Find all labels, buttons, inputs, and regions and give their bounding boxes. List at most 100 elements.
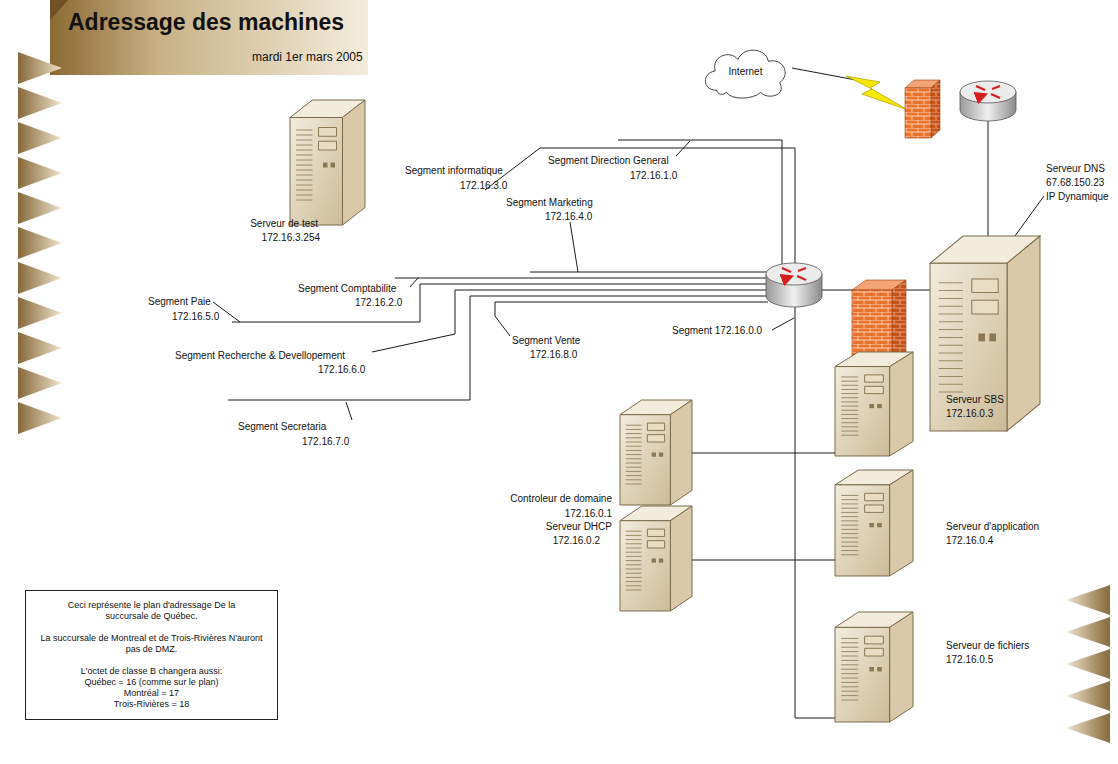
server-side	[890, 352, 913, 456]
drive-bay	[877, 404, 882, 408]
segment-label: Segment Paie	[148, 296, 211, 308]
server-name: Serveur DNS	[1046, 163, 1105, 175]
drive-bay	[865, 386, 884, 393]
drive-bay	[989, 334, 996, 342]
drive-bay	[323, 163, 328, 168]
server-front	[835, 485, 890, 576]
drive-bay	[659, 453, 663, 457]
segment-label: Segment Direction General	[548, 155, 669, 167]
server-node: Serveur d'application172.16.0.4	[835, 470, 913, 576]
network-link	[692, 453, 835, 454]
drive-bay	[972, 300, 998, 314]
cloud-text-area: Internet	[698, 42, 793, 100]
ip-address: 172.16.0.5	[946, 654, 993, 666]
drive-bay	[978, 334, 985, 342]
ip-address: 172.16.0.4	[946, 535, 993, 547]
segment-label: 172.16.2.0	[355, 297, 402, 309]
server-side	[890, 612, 913, 722]
server-side	[890, 470, 913, 576]
server-node: Serveur de fichiers172.16.0.5	[835, 612, 913, 722]
ip-address: 67.68.150.23	[1046, 177, 1104, 189]
internet-cloud: Internet	[698, 42, 793, 100]
note-text: Ceci représente le plan d'adressage De l…	[67, 600, 237, 622]
server-vents	[939, 283, 963, 392]
server-front	[620, 521, 670, 611]
ip-address: 172.16.3.254	[262, 232, 320, 244]
server-vents	[841, 495, 858, 554]
server-name: Serveur SBS	[946, 394, 1004, 406]
server-side	[670, 400, 692, 505]
note-text: Québec = 16 (comme sur le plan)	[32, 677, 272, 688]
segment-label: 172.16.1.0	[630, 170, 677, 182]
server-name: Serveur de test	[250, 218, 318, 230]
server-icon	[835, 612, 913, 722]
server-side	[343, 100, 366, 225]
server-front	[835, 367, 890, 456]
drive-bay	[869, 523, 874, 527]
ip-address: IP Dynamique	[1046, 191, 1109, 203]
server-front	[620, 415, 670, 505]
drive-bay	[865, 493, 884, 500]
note-box: Ceci représente le plan d'adressage De l…	[25, 590, 278, 720]
drive-bay	[877, 667, 882, 671]
server-front	[290, 118, 343, 226]
drive-bay	[877, 523, 882, 527]
drive-bay	[865, 648, 884, 656]
segment-label: 172.16.4.0	[545, 211, 592, 223]
drive-bay	[647, 423, 664, 430]
server-icon	[620, 400, 692, 505]
decorative-chevrons	[1066, 585, 1110, 743]
title-banner	[50, 0, 368, 75]
node-label: Internet	[729, 66, 763, 77]
firewall-side	[892, 280, 906, 362]
firewall-symbol	[852, 290, 892, 362]
server-side	[1007, 236, 1040, 431]
server-icon	[620, 506, 692, 611]
date-label: mardi 1er mars 2005	[252, 51, 363, 63]
server-node: Serveur DHCP172.16.0.2	[620, 506, 692, 611]
segment-label: 172.16.8.0	[530, 349, 577, 361]
server-name: Controleur de domaine	[510, 493, 612, 505]
segment-label: Segment Secretaria	[238, 421, 326, 433]
note-text: L'octet de classe B changera aussi:	[32, 666, 272, 677]
server-icon	[835, 352, 913, 456]
drive-bay	[647, 541, 664, 548]
router-symbol	[766, 263, 822, 285]
note-text: Trois-Rivières = 18	[32, 699, 272, 710]
server-node: Controleur de domaine172.16.0.1	[620, 400, 692, 505]
router-arrows	[782, 268, 806, 280]
network-link	[692, 560, 835, 561]
segment-label: Segment 172.16.0.0	[672, 325, 762, 337]
router-arrows	[976, 86, 1000, 98]
server-name: Serveur d'application	[946, 521, 1039, 533]
banner-corner	[50, 0, 68, 20]
segment-label: 172.16.5.0	[172, 311, 219, 323]
server-node: Serveur SBS172.16.0.3	[835, 352, 913, 456]
segment-label: Segment Comptabilite	[298, 283, 396, 295]
wan-link-bolt	[846, 76, 908, 110]
server-vents	[841, 377, 858, 435]
ip-address: 172.16.0.1	[565, 508, 612, 520]
drive-bay	[331, 163, 336, 168]
server-front	[835, 627, 890, 722]
segment-label: 172.16.7.0	[302, 436, 349, 448]
drive-bay	[865, 636, 884, 644]
segment-wire	[213, 68, 1044, 718]
server-vents	[626, 425, 642, 484]
drive-bay	[865, 505, 884, 512]
server-vents	[626, 531, 642, 590]
drive-bay	[647, 435, 664, 442]
server-icon	[290, 100, 365, 225]
firewall-symbol	[905, 88, 931, 138]
drive-bay	[319, 128, 337, 137]
drive-bay	[319, 141, 337, 150]
drive-bay	[659, 559, 663, 563]
server-vents	[841, 638, 858, 700]
router-symbol	[960, 81, 1016, 103]
server-node: Serveur de test172.16.3.254	[290, 100, 365, 225]
segment-label: Segment Recherche & Devellopement	[175, 350, 345, 362]
server-front	[930, 263, 1007, 431]
firewall-side	[931, 80, 940, 138]
